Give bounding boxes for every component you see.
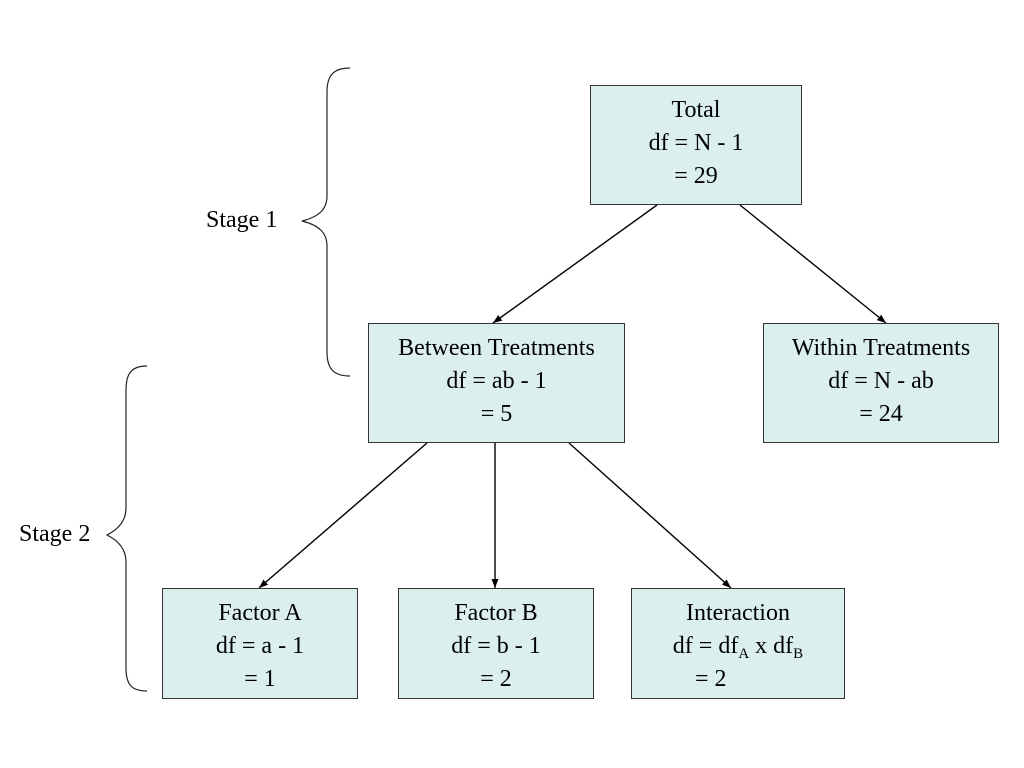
edge-between-to-factor-a	[258, 442, 428, 589]
within-treatments-node: Within Treatments df = N - ab = 24	[763, 323, 999, 443]
between-treatments-node: Between Treatments df = ab - 1 = 5	[368, 323, 625, 443]
edge-total-to-within	[739, 204, 887, 324]
total-title: Total	[671, 97, 721, 123]
factor-a-node: Factor A df = a - 1 = 1	[162, 588, 358, 699]
interaction-df-formula: df = dfA x dfB	[632, 630, 844, 663]
total-node: Total df = N - 1 = 29	[590, 85, 802, 205]
interaction-df-value: = 2	[695, 666, 727, 692]
between-df-value: = 5	[480, 401, 513, 427]
within-df-value: = 24	[859, 401, 903, 427]
within-df-formula: df = N - ab	[828, 368, 934, 394]
factor-a-df-value: = 1	[244, 666, 276, 692]
edge-total-to-between	[492, 204, 658, 324]
interaction-df-prefix: df = df	[672, 633, 739, 659]
interaction-df-multiplier: x df	[749, 633, 794, 659]
total-df-formula: df = N - 1	[648, 130, 744, 156]
factor-b-df-value: = 2	[480, 666, 512, 692]
interaction-df-subscript-b: B	[793, 646, 804, 662]
within-title: Within Treatments	[791, 335, 971, 361]
edge-between-to-interaction	[568, 442, 732, 589]
interaction-node: Interaction df = dfA x dfB = 2	[631, 588, 845, 699]
interaction-title: Interaction	[686, 600, 790, 626]
interaction-df-subscript-a: A	[738, 646, 750, 662]
between-df-formula: df = ab - 1	[446, 368, 547, 394]
factor-b-df-formula: df = b - 1	[451, 633, 541, 659]
between-title: Between Treatments	[398, 335, 595, 361]
factor-a-title: Factor A	[218, 600, 302, 626]
stage2-label: Stage 2	[19, 521, 91, 547]
factor-b-node: Factor B df = b - 1 = 2	[398, 588, 594, 699]
stage2-brace	[105, 365, 148, 692]
factor-a-df-formula: df = a - 1	[215, 633, 305, 659]
stage1-label: Stage 1	[206, 207, 278, 233]
total-df-value: = 29	[674, 163, 718, 189]
stage1-brace	[301, 67, 351, 377]
factor-b-title: Factor B	[454, 600, 538, 626]
